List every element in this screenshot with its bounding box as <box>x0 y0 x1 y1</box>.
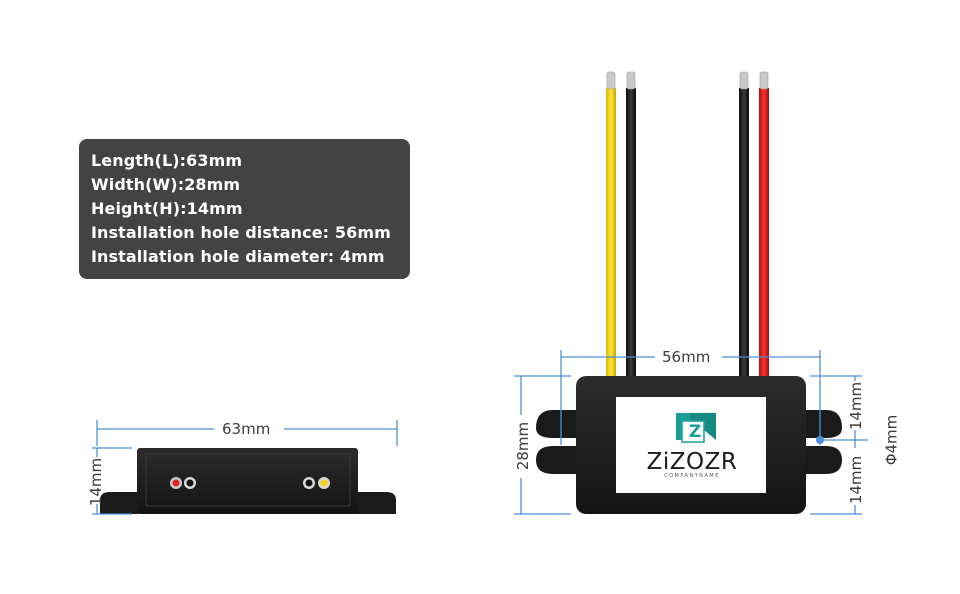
spec-length: Length(L):63mm <box>91 151 243 170</box>
logo-mark <box>676 413 716 443</box>
brand-name: ZiZOZR <box>646 449 738 475</box>
width-label: 28mm <box>514 421 533 471</box>
half-width-bottom-label: 14mm <box>847 455 866 505</box>
wire-yellow <box>606 88 616 380</box>
spec-hole-distance: Installation hole distance: 56mm <box>91 223 391 242</box>
half-width-top-label: 14mm <box>847 381 866 431</box>
side-right-flange <box>356 492 396 514</box>
wire-black-right <box>739 88 749 380</box>
wire-red <box>759 88 769 380</box>
right-mounting-ear <box>805 410 842 474</box>
spec-panel: Length(L):63mm Width(W):28mm Height(H):1… <box>79 139 410 279</box>
spec-height: Height(H):14mm <box>91 199 243 218</box>
top-view <box>514 71 868 515</box>
side-body <box>137 448 358 514</box>
side-body-edge <box>145 453 351 507</box>
hole-marker <box>816 436 824 444</box>
brand-subtitle: COMPANYNAME <box>664 473 720 479</box>
side-left-flange <box>100 492 138 514</box>
side-length-label: 63mm <box>222 420 271 438</box>
wire-black-left <box>626 88 636 380</box>
side-height-label: 14mm <box>87 457 106 507</box>
spec-hole-diameter: Installation hole diameter: 4mm <box>91 247 385 266</box>
logo-letter: Z <box>688 422 702 442</box>
left-mounting-ear <box>536 410 577 474</box>
spec-width: Width(W):28mm <box>91 175 241 194</box>
side-view <box>92 420 398 515</box>
hole-diameter-label: Φ4mm <box>882 414 901 466</box>
hole-distance-label: 56mm <box>662 348 711 366</box>
